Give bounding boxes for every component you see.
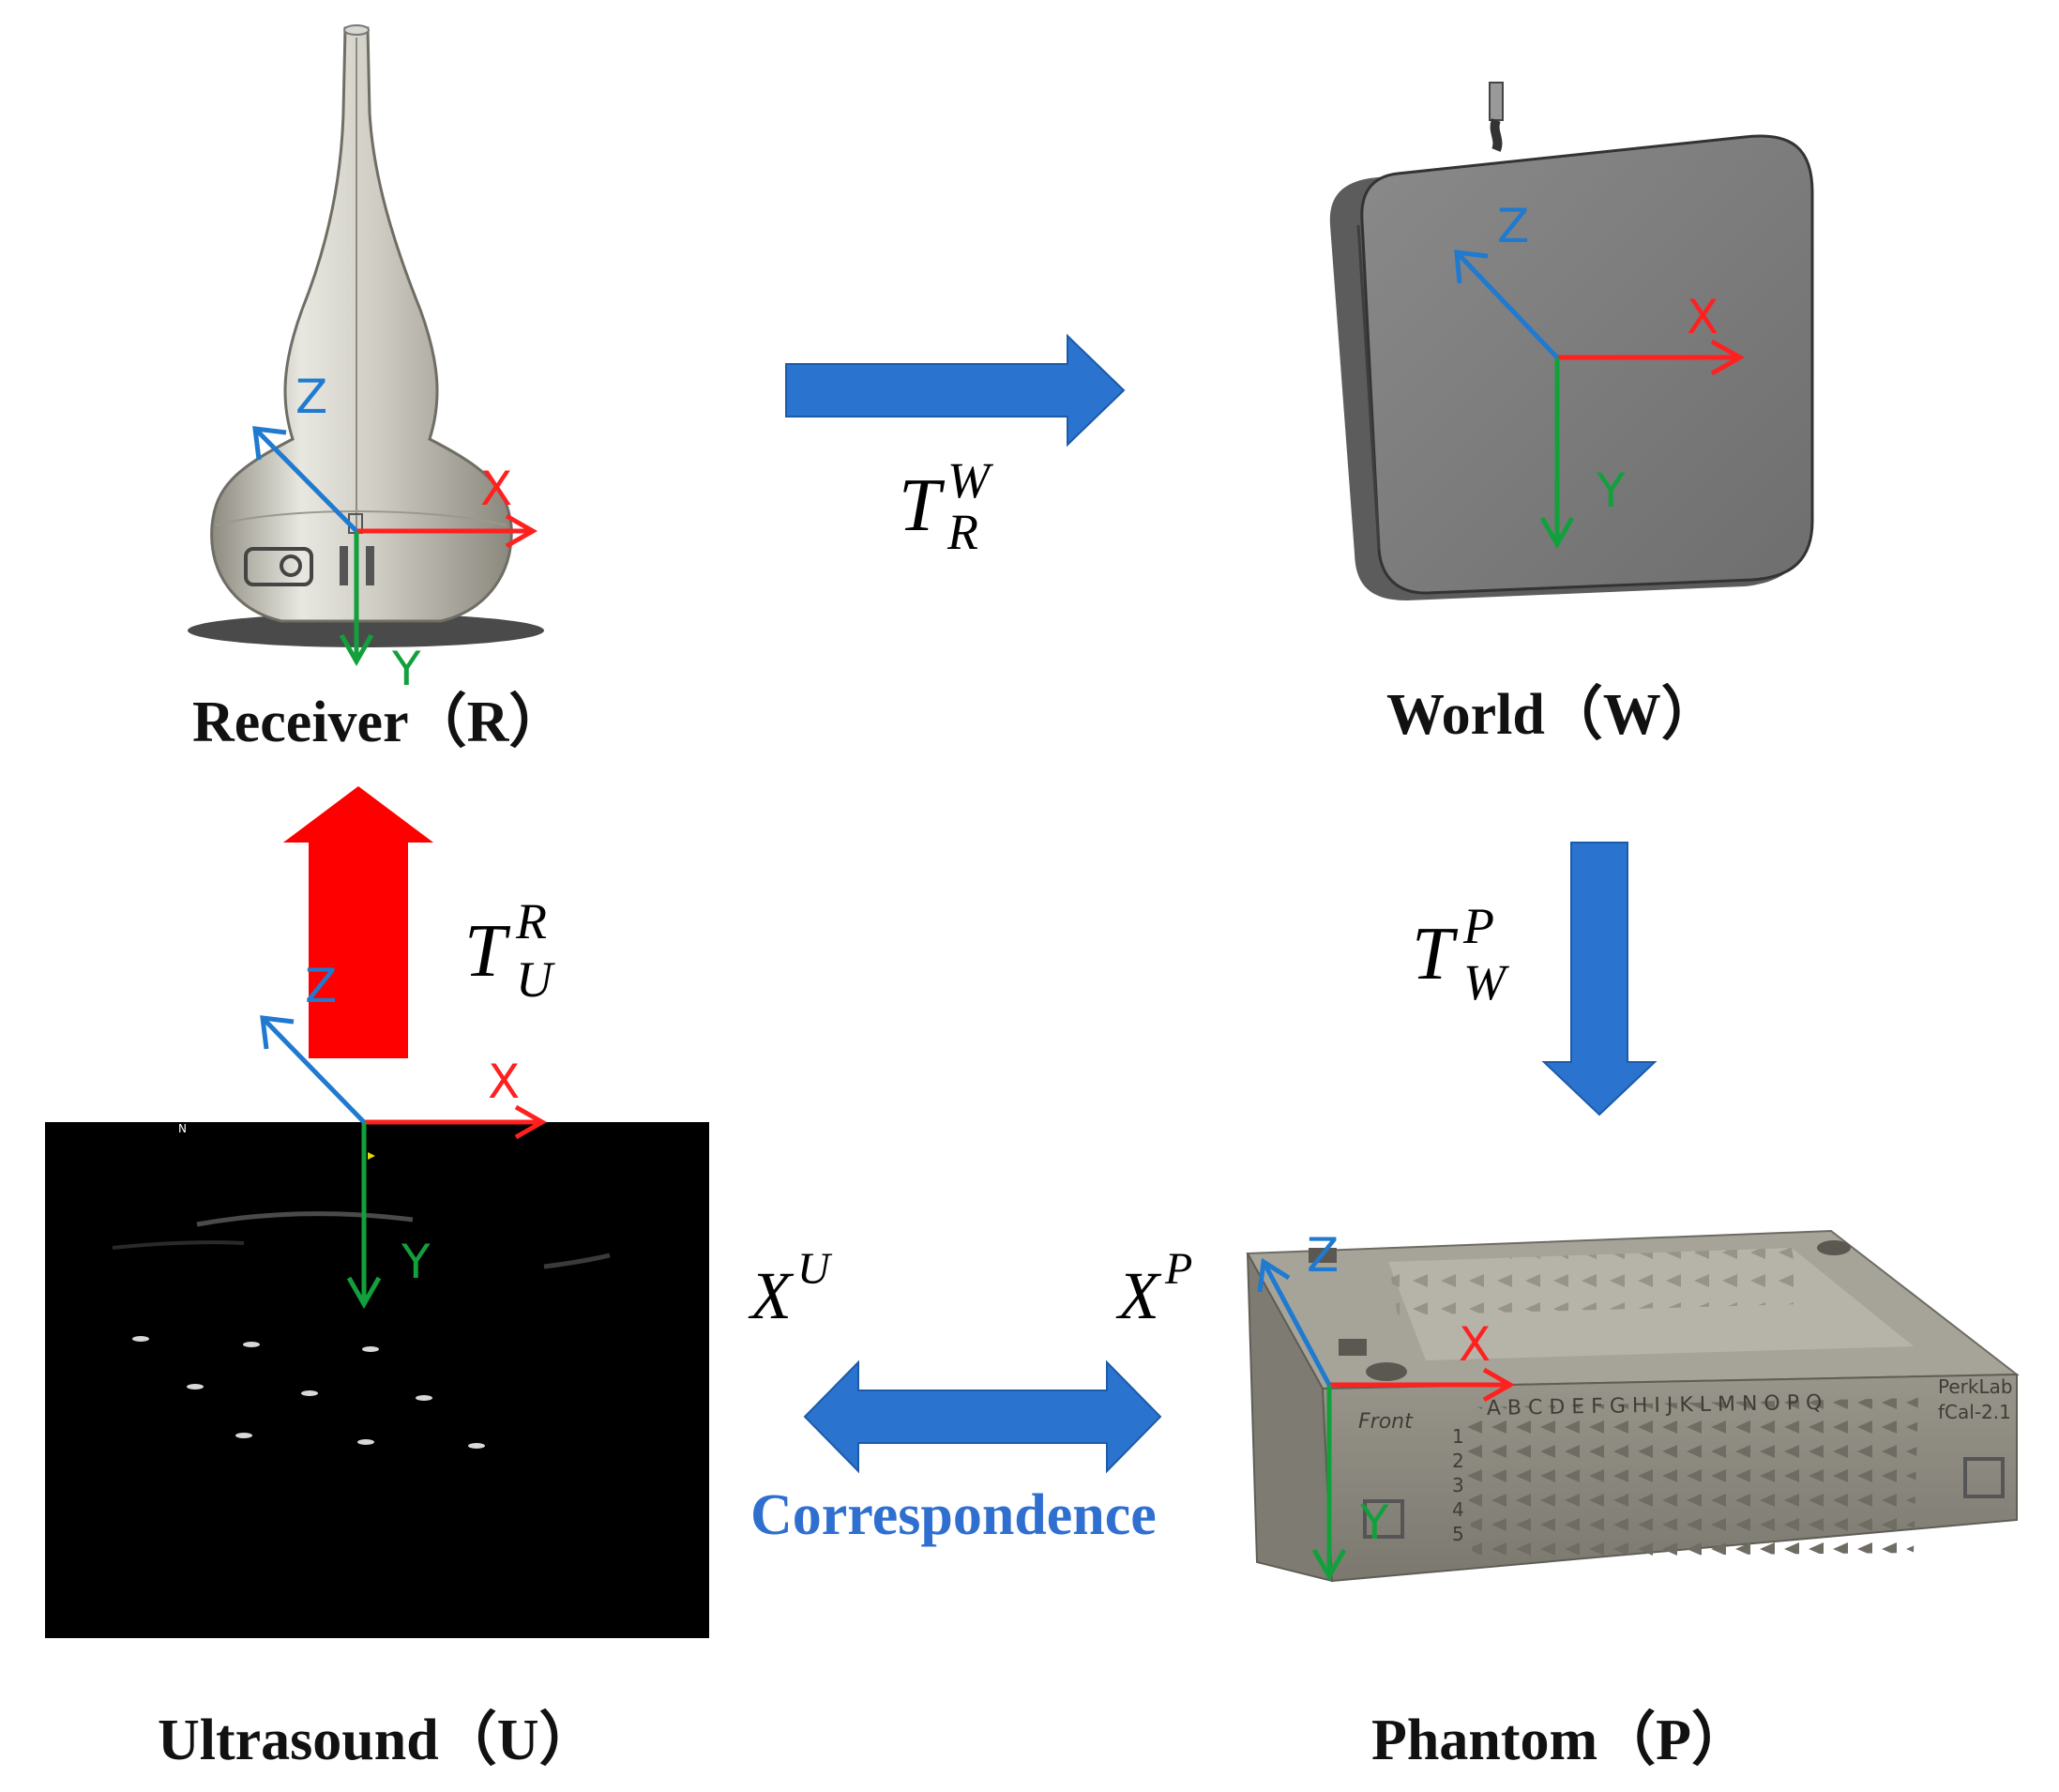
ultrasound-x-label: X xyxy=(488,1055,520,1109)
tracker-box-icon xyxy=(1329,82,1814,600)
transform-sub: W xyxy=(1463,954,1510,1010)
phantom-axes: X Y Z xyxy=(1257,1228,1516,1582)
phantom-row-label: 3 xyxy=(1452,1474,1464,1496)
transform-sup: P xyxy=(1462,898,1494,954)
phantom-front-label: Front xyxy=(1358,1410,1414,1434)
phantom-brand-label: PerkLab xyxy=(1938,1375,2013,1398)
point-sup: P xyxy=(1164,1244,1192,1294)
transform-sup: W xyxy=(947,452,994,509)
ultrasound-image: N xyxy=(45,1122,709,1638)
phantom-caption: Phantom（P） xyxy=(1371,1707,1749,1772)
point-phantom: X P xyxy=(1115,1244,1192,1333)
transform-base: T xyxy=(1412,913,1459,995)
point-ultrasound: X U xyxy=(748,1244,833,1333)
ultrasound-axes: X Y Z xyxy=(260,959,548,1310)
world-to-phantom-arrow xyxy=(1541,842,1658,1116)
phantom-row-label: 5 xyxy=(1452,1523,1464,1545)
ultrasound-z-label: Z xyxy=(305,959,337,1013)
transform-receiver-to-world: T W R xyxy=(899,452,994,560)
world-y-label: Y xyxy=(1596,463,1626,518)
correspondence-arrow xyxy=(803,1359,1162,1474)
ultrasound-caption: Ultrasound（U） xyxy=(158,1707,598,1772)
world-z-label: Z xyxy=(1497,199,1529,253)
point-base: X xyxy=(748,1258,795,1333)
transform-ultrasound-to-receiver: T R U xyxy=(464,893,555,1008)
transform-world-to-phantom: T P W xyxy=(1412,898,1510,1010)
ultrasound-marker: N xyxy=(178,1122,187,1135)
ultrasound-probe-icon xyxy=(188,24,544,647)
point-sup: U xyxy=(797,1244,833,1294)
phantom-z-label: Z xyxy=(1307,1228,1339,1283)
receiver-z-label: Z xyxy=(295,370,327,424)
phantom-row-label: 4 xyxy=(1452,1498,1464,1521)
receiver-y-label: Y xyxy=(391,642,421,696)
receiver-caption: Receiver（R） xyxy=(192,689,567,754)
world-caption: World（W） xyxy=(1386,681,1719,747)
phantom-row-label: 1 xyxy=(1452,1425,1464,1448)
receiver-to-world-arrow xyxy=(785,333,1126,448)
transform-sup: R xyxy=(515,893,547,949)
ultrasound-y-label: Y xyxy=(401,1235,431,1289)
phantom-row-label: 2 xyxy=(1452,1450,1464,1472)
world-axes: X Y Z xyxy=(1454,199,1746,550)
receiver-axes: X Y Z xyxy=(252,370,538,696)
receiver-x-label: X xyxy=(480,462,512,516)
transform-sub: U xyxy=(516,951,555,1008)
transform-sub: R xyxy=(946,504,978,560)
world-x-label: X xyxy=(1687,290,1718,344)
phantom-column-labels: A B C D E F G H I J K L M N O P Q xyxy=(1487,1391,1823,1420)
transform-base: T xyxy=(899,464,946,547)
correspondence-label: Correspondence xyxy=(750,1483,1157,1547)
transform-base: T xyxy=(464,910,511,993)
phantom-y-label: Y xyxy=(1359,1496,1389,1550)
point-base: X xyxy=(1115,1258,1162,1333)
phantom-x-label: X xyxy=(1459,1317,1491,1372)
phantom-model-label: fCal-2.1 xyxy=(1938,1401,2011,1423)
